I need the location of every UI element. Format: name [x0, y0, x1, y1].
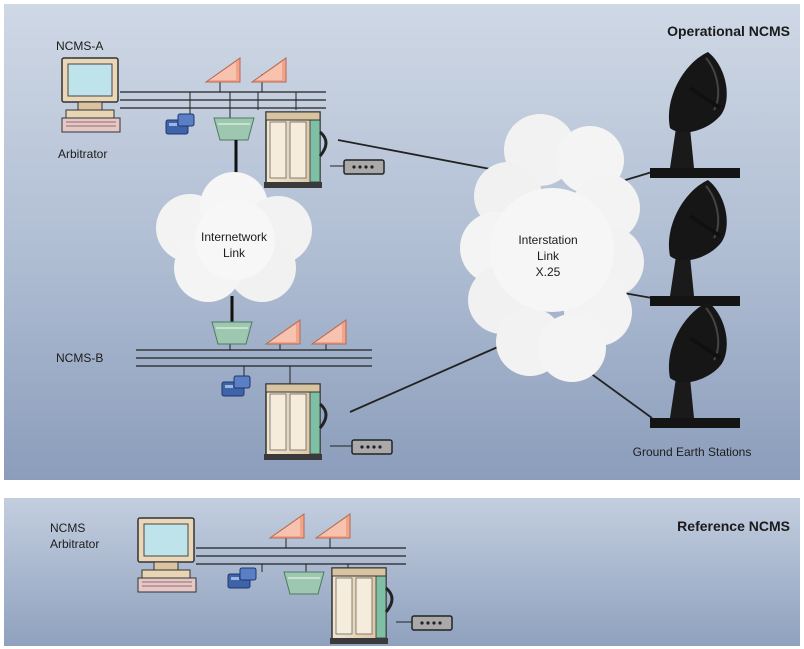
operational-panel — [4, 4, 800, 480]
interstation-link-line — [337, 139, 507, 173]
interstation-link-line — [349, 345, 501, 413]
ground-earth-stations-label: Ground Earth Stations — [633, 445, 752, 459]
ncms-b-label: NCMS-B — [56, 351, 103, 365]
interstation-cloud-label: X.25 — [536, 265, 561, 279]
interstation-cloud-label: Link — [537, 249, 560, 263]
ges-link-line — [585, 369, 653, 419]
internetwork-cloud-label: Link — [223, 246, 246, 260]
modem-icon — [343, 159, 385, 175]
arbitrator-computer-icon — [61, 57, 121, 133]
internetwork-cloud: Internetwork Link — [156, 172, 312, 302]
reference-ncms-label: NCMS — [50, 521, 85, 535]
reference-panel — [4, 498, 800, 646]
ncms-a-group: NCMS-A Arbitrator — [56, 39, 385, 190]
server-icon — [262, 110, 328, 190]
arbitrator-label: Arbitrator — [58, 147, 107, 161]
server-icon — [262, 382, 328, 462]
reference-arbitrator-computer-icon — [137, 517, 197, 593]
interstation-cloud-label: Interstation — [518, 233, 577, 247]
interstation-cloud: Interstation Link X.25 — [460, 114, 644, 382]
modem-icon — [351, 439, 393, 455]
reference-ncms-group: NCMS Arbitrator — [50, 513, 453, 646]
ncms-b-group: NCMS-B — [56, 296, 393, 462]
internetwork-cloud-label: Internetwork — [201, 230, 268, 244]
bridge-icon — [283, 571, 325, 595]
ncms-a-label: NCMS-A — [56, 39, 103, 53]
reference-arbitrator-label: Arbitrator — [50, 537, 99, 551]
bridge-icon — [213, 117, 255, 141]
bridge-icon — [211, 321, 253, 345]
modem-icon — [411, 615, 453, 631]
operational-panel-title: Operational NCMS — [667, 23, 790, 39]
reference-panel-title: Reference NCMS — [677, 518, 790, 534]
server-icon — [328, 566, 394, 646]
